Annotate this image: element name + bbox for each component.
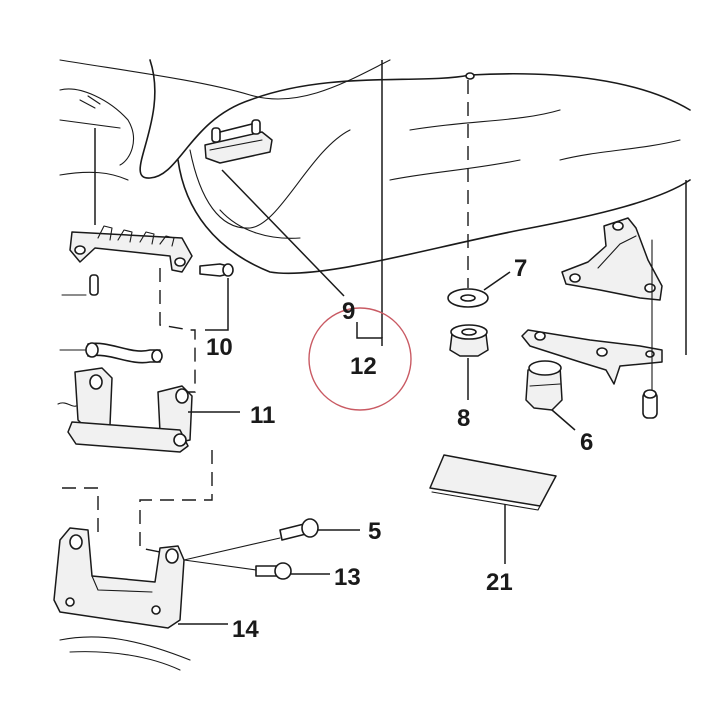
- body-panel: [59, 59, 691, 275]
- callout-21: 21: [486, 569, 513, 596]
- part-9-bracket: [204, 119, 345, 297]
- part-11-hinge: [57, 342, 240, 453]
- callout-6: 6: [580, 429, 593, 456]
- part-7-washer: [447, 271, 511, 308]
- callout-10: 10: [206, 334, 233, 361]
- highlight-ring: [308, 307, 412, 411]
- callout-7: 7: [514, 255, 527, 282]
- callout-8: 8: [457, 405, 470, 432]
- right-small-screw: [642, 389, 658, 419]
- upper-hinge-plate: [61, 128, 234, 296]
- part-21-pad: [429, 454, 557, 564]
- callout-11: 11: [250, 402, 275, 429]
- part-8-grommet: [449, 324, 489, 400]
- bolt-5: [279, 518, 360, 541]
- callout-13: 13: [334, 564, 361, 591]
- right-bracket-upper: [561, 217, 663, 301]
- bolt-13: [255, 562, 330, 580]
- right-bracket-lower: [521, 329, 663, 385]
- callout-5: 5: [368, 518, 381, 545]
- part-6-clip: [525, 360, 576, 431]
- callout-14: 14: [232, 616, 259, 643]
- part-14-bracket: [53, 527, 228, 671]
- callout-12: 12: [350, 353, 377, 380]
- callout-9: 9: [342, 298, 355, 325]
